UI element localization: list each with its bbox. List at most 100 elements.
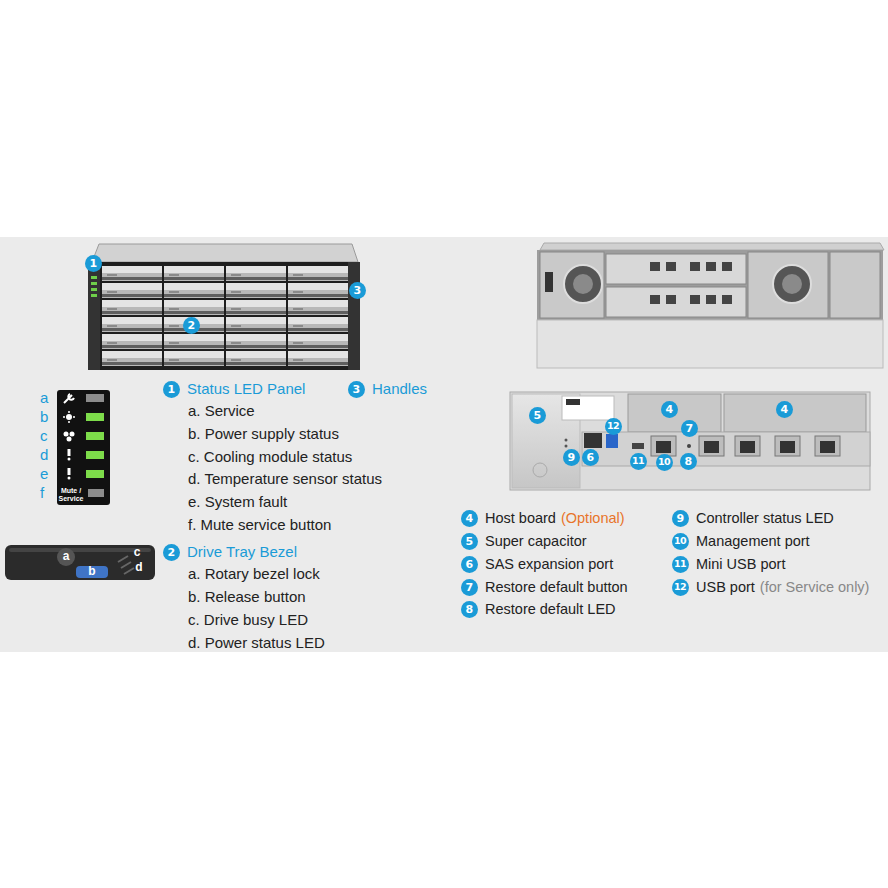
rear-detail-part xyxy=(687,444,691,448)
rear-detail-part xyxy=(815,436,840,456)
led-panel-part xyxy=(86,451,104,459)
rear-detail-part xyxy=(510,392,870,490)
rear-enclosure-part xyxy=(666,295,676,304)
rear-enclosure-part xyxy=(748,252,828,318)
led-panel-part xyxy=(86,470,104,478)
legend-item: a. Rotary bezel lock xyxy=(188,565,320,582)
rear-detail-part xyxy=(562,396,614,420)
callout-number: 11 xyxy=(672,556,689,573)
callout-number: 4 xyxy=(461,510,478,527)
legend-item: e. System fault xyxy=(188,493,287,510)
bezel-letter: d xyxy=(135,561,142,575)
callout-number: 10 xyxy=(672,533,689,550)
callout-number: 4 xyxy=(776,401,793,418)
callout-number: 2 xyxy=(163,544,180,561)
rear-detail-part xyxy=(533,463,547,477)
led-panel-part xyxy=(67,437,72,442)
rear-detail-part xyxy=(656,441,671,453)
callout-number: 12 xyxy=(672,579,689,596)
front-enclosure-part xyxy=(91,288,97,291)
front-enclosure-part xyxy=(101,265,348,367)
legend-item: b. Power supply status xyxy=(188,425,339,442)
front-enclosure-part xyxy=(88,262,360,370)
rear-enclosure-part xyxy=(537,250,883,320)
led-panel-part xyxy=(70,432,75,437)
callout-number: 7 xyxy=(681,420,698,437)
rear-detail-part xyxy=(775,436,800,456)
callout-number: 9 xyxy=(563,449,580,466)
legend-item: d. Power status LED xyxy=(188,634,325,651)
led-letter: f xyxy=(40,484,44,501)
callout-number: 4 xyxy=(661,401,678,418)
rear-enclosure-part xyxy=(706,295,716,304)
rear-enclosure-part xyxy=(666,262,676,271)
callout-number: 9 xyxy=(672,510,689,527)
led-letter: e xyxy=(40,465,48,482)
rear-enclosure-part xyxy=(773,265,811,303)
callout-number: 12 xyxy=(605,418,622,435)
led-panel-part xyxy=(64,432,69,437)
legend-item: Mini USB port xyxy=(696,556,785,573)
legend-item: a. Service xyxy=(188,402,255,419)
legend-item: Host board xyxy=(485,510,556,527)
callout-number: 1 xyxy=(85,255,102,272)
led-letter: d xyxy=(40,446,48,463)
rear-enclosure-part xyxy=(540,252,604,318)
legend-item: USB port xyxy=(696,579,755,596)
led-panel-part xyxy=(68,458,71,461)
service-note: (for Service only) xyxy=(760,579,870,596)
drive-tray-bezel-part xyxy=(118,556,134,574)
bezel-letter: c xyxy=(134,546,141,560)
drive-tray-bezel-part xyxy=(57,548,75,566)
rear-enclosure-part xyxy=(545,272,553,292)
rear-detail-part xyxy=(628,394,721,432)
rear-enclosure-part xyxy=(690,262,700,271)
rear-detail-part xyxy=(566,399,580,405)
led-panel-part xyxy=(88,489,104,497)
rear-detail-part xyxy=(704,441,719,453)
callout-number: 11 xyxy=(630,453,647,470)
led-letter: b xyxy=(40,408,48,425)
rear-detail-part xyxy=(820,441,835,453)
callout-number: 3 xyxy=(349,282,366,299)
legend-item: SAS expansion port xyxy=(485,556,613,573)
rear-detail-part xyxy=(606,434,618,448)
rear-enclosure-part xyxy=(722,262,732,271)
led-panel xyxy=(57,390,110,505)
front-enclosure-part xyxy=(348,262,360,370)
rear-enclosure-part xyxy=(706,262,716,271)
legend-item: Restore default LED xyxy=(485,601,616,618)
legend-item: d. Temperature sensor status xyxy=(188,470,382,487)
callout-number: 5 xyxy=(529,407,546,424)
bezel-letter: b xyxy=(88,565,95,579)
legend-item: b. Release button xyxy=(188,588,306,605)
rear-detail xyxy=(510,392,870,490)
rear-detail-part xyxy=(565,445,568,448)
button-label: Mute / Service xyxy=(57,487,85,502)
callout-number: 7 xyxy=(461,579,478,596)
grey-band xyxy=(0,237,888,652)
drive-tray-bezel xyxy=(5,545,155,580)
rear-detail-part xyxy=(632,443,644,449)
led-panel-part xyxy=(57,390,110,505)
callout-number: 10 xyxy=(656,454,673,471)
drive-tray-bezel-part xyxy=(5,545,155,580)
led-panel-part xyxy=(63,411,75,423)
callout-number: 2 xyxy=(183,317,200,334)
callout-number: 8 xyxy=(680,453,697,470)
rear-enclosure-part xyxy=(830,252,880,318)
rear-detail-part xyxy=(699,436,724,456)
rear-detail-part xyxy=(584,433,602,448)
rear-enclosure-part xyxy=(606,254,746,284)
rear-enclosure-part xyxy=(722,295,732,304)
drive-tray-bezel-part xyxy=(9,548,151,552)
section-heading: Handles xyxy=(372,380,427,397)
rear-enclosure-part xyxy=(537,320,883,368)
rear-detail-part xyxy=(582,432,870,466)
rear-enclosure-part xyxy=(650,262,660,271)
legend-item: c. Cooling module status xyxy=(188,448,352,465)
rear-enclosure xyxy=(537,243,884,368)
callout-number: 6 xyxy=(582,449,599,466)
led-panel-part xyxy=(68,468,71,475)
rear-detail-part xyxy=(780,441,795,453)
